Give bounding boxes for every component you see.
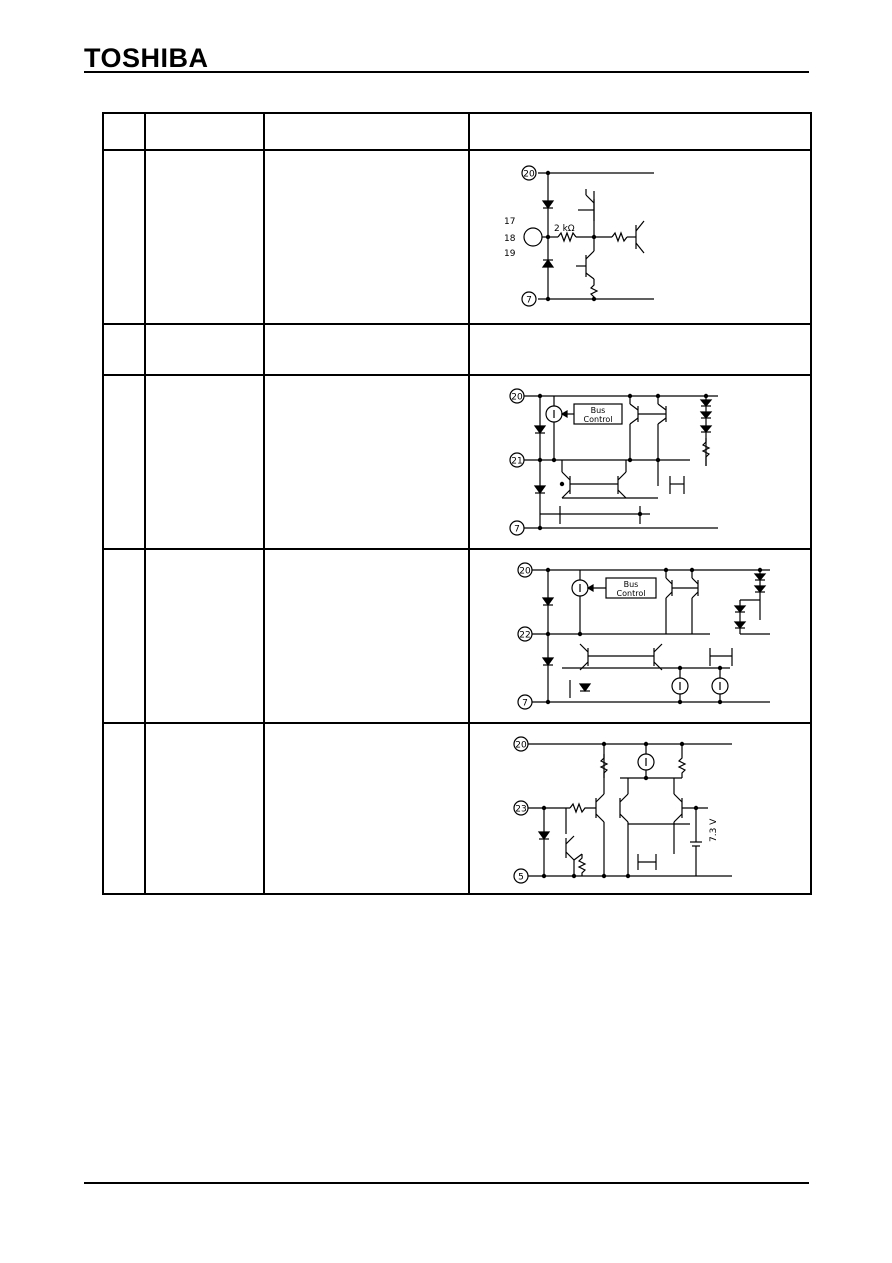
pin-number-cell [102,548,146,724]
circuit-cell: 20 7 17 18 19 2 kΩ [468,149,812,325]
header-rule [84,71,809,73]
pin-label: 22 [519,631,530,641]
resistor-label: 2 kΩ [554,224,575,234]
header-cell-circuit [468,112,812,151]
circuit-cell [468,323,812,376]
pin-label: 19 [504,249,516,259]
pin-function-cell [263,374,470,550]
pin-name-cell [144,722,265,895]
toshiba-logo: TOSHIBA [84,43,209,73]
pin-label: 21 [511,457,522,467]
header-cell-function [263,112,470,151]
header-cell-pin [102,112,146,151]
pin-function-cell [263,323,470,376]
pin-label: 20 [523,170,535,180]
pin-number-cell [102,374,146,550]
pin-label: 7 [522,699,528,709]
header-cell-name [144,112,265,151]
pin-name-cell [144,323,265,376]
pin-name-cell [144,374,265,550]
circuit-diagram-output: 20 7 17 18 19 2 kΩ [504,165,654,307]
pin-number-cell [102,149,146,325]
pin-name-cell [144,149,265,325]
pin-label: 7 [526,296,532,306]
pin-label: 20 [511,393,523,403]
pin-label: 5 [518,873,524,883]
table-row [102,323,812,376]
pin-function-cell [263,149,470,325]
pin-label: 20 [515,741,527,751]
circuit-cell: 20 23 5 [468,722,812,895]
pin-label: 20 [519,567,531,577]
pin-table: 20 7 17 18 19 2 kΩ [102,112,812,895]
pin-function-cell [263,548,470,724]
pin-function-cell [263,722,470,895]
pin-label: 17 [504,217,515,227]
circuit-diagram-reference: 20 23 5 [513,736,732,884]
table-header-row [102,112,812,151]
pin-label: 23 [515,805,526,815]
pin-number-cell [102,323,146,376]
table-row: 20 7 17 18 19 2 kΩ [102,149,812,325]
table-row: 20 23 5 [102,722,812,895]
pin-number-cell [102,722,146,895]
pin-name-cell [144,548,265,724]
pin-label: 18 [504,234,516,244]
voltage-label: 7.3 V [709,818,719,842]
pin-label: 7 [514,525,520,535]
footer-rule [84,1182,809,1184]
